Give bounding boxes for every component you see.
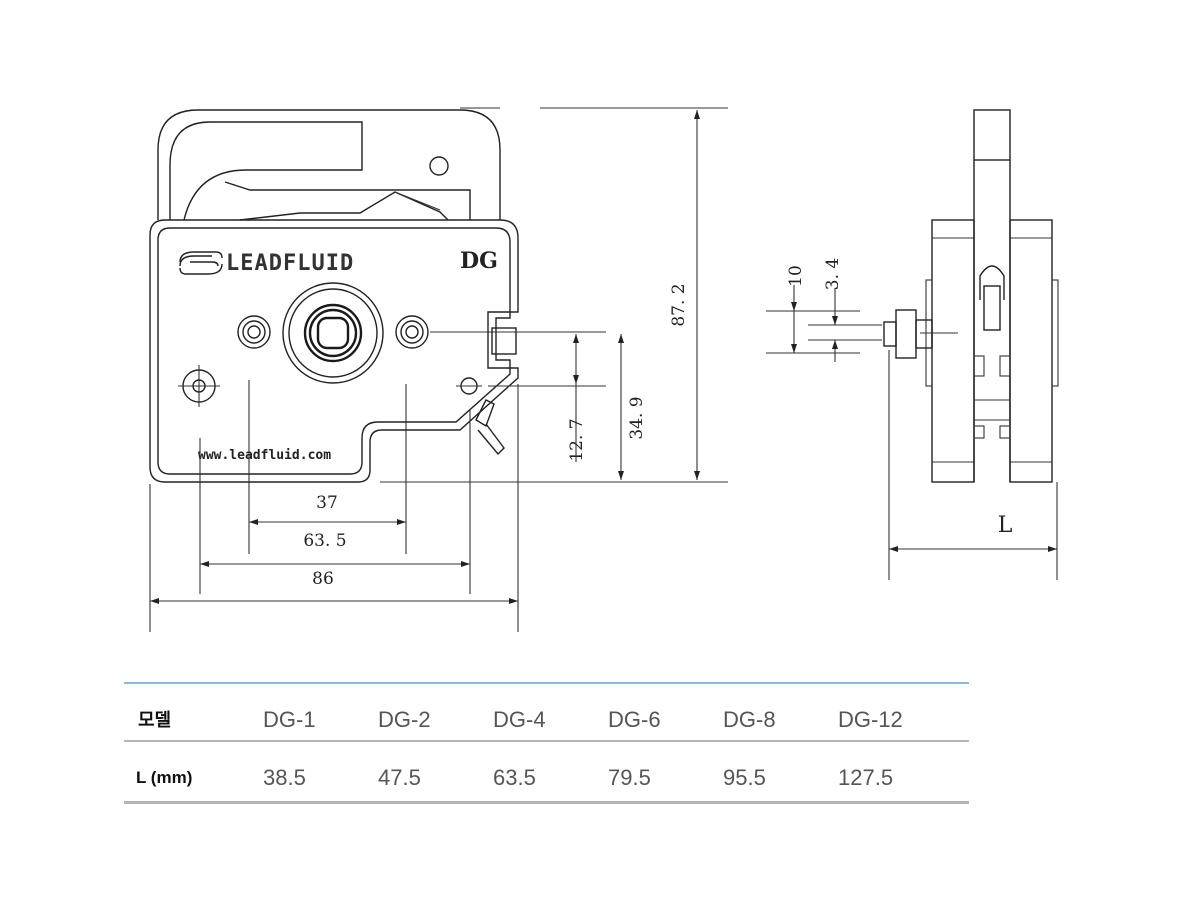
model-cell: DG-12: [838, 707, 903, 732]
technical-drawing: LEADFLUID DG: [149, 107, 1059, 632]
rotor-hub: [282, 282, 384, 384]
dimension-63-5: 63. 5: [200, 531, 470, 567]
table-top-rule: [124, 682, 969, 684]
model-cell: DG-4: [493, 707, 546, 732]
table-mid-rule: [124, 740, 969, 742]
leadfluid-logo-icon: [179, 251, 223, 275]
dim-63-5-label: 63. 5: [303, 531, 346, 551]
dim-37-label: 37: [316, 493, 338, 513]
dim-12-7-label: 12. 7: [567, 418, 587, 461]
mounting-hole-bottom-left: [178, 365, 220, 407]
dim-L-label: L: [998, 513, 1013, 538]
dim-10-label: 10: [786, 265, 806, 287]
model-mark: DG: [460, 248, 498, 274]
dimension-L: L: [889, 513, 1057, 552]
dim-34-9-label: 34. 9: [627, 396, 647, 439]
row-label: L (mm): [136, 768, 193, 787]
dimension-34-9: 34. 9: [618, 334, 647, 480]
length-cell: 47.5: [378, 765, 421, 790]
length-cell: 38.5: [263, 765, 306, 790]
mounting-hole-bottom-right: [456, 377, 482, 395]
dimension-10: 10: [786, 265, 806, 353]
header-label: 모델: [138, 710, 172, 730]
side-view: [766, 109, 1059, 580]
table-header-row: 모델 DG-1 DG-2 DG-4 DG-6 DG-8 DG-12: [124, 700, 969, 740]
table-data-row: L (mm) 38.5 47.5 63.5 79.5 95.5 127.5: [124, 758, 969, 798]
dimension-86: 86: [150, 569, 518, 604]
dimension-12-7: 12. 7: [567, 334, 587, 462]
table-bottom-rule: [124, 801, 969, 804]
dimension-3-4: 3. 4: [823, 258, 843, 362]
mounting-hole-left: [237, 315, 271, 349]
length-cell: 95.5: [723, 765, 766, 790]
dim-87-2-label: 87. 2: [669, 283, 689, 326]
front-view: LEADFLUID DG: [149, 107, 728, 632]
model-cell: DG-6: [608, 707, 661, 732]
brand-label: LEADFLUID: [226, 251, 354, 276]
model-cell: DG-1: [263, 707, 316, 732]
dim-86-label: 86: [312, 569, 334, 589]
dimension-37: 37: [249, 493, 406, 525]
dim-3-4-label: 3. 4: [823, 258, 843, 290]
length-cell: 79.5: [608, 765, 651, 790]
model-cell: DG-2: [378, 707, 431, 732]
mounting-hole-right: [395, 315, 429, 349]
model-cell: DG-8: [723, 707, 776, 732]
length-cell: 63.5: [493, 765, 536, 790]
length-cell: 127.5: [838, 765, 894, 790]
website-label: www.leadfluid.com: [198, 448, 331, 463]
dimension-87-2: 87. 2: [669, 110, 700, 480]
